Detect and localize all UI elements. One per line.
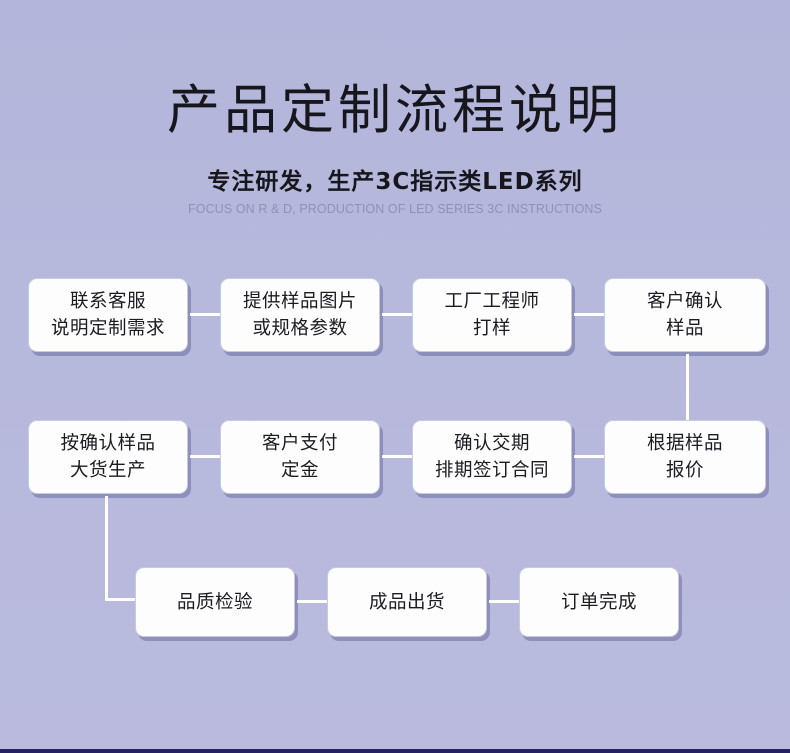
subtitle-english: FOCUS ON R & D, PRODUCTION OF LED SERIES…	[188, 202, 602, 216]
flow-node-label: 确认交期 排期签订合同	[434, 433, 549, 481]
connector-row3-1-to-2	[297, 600, 327, 603]
connector-row2-4-to-3	[574, 455, 604, 458]
flow-node-label: 工厂工程师 打样	[444, 291, 540, 339]
flow-node-confirm-delivery-contract[interactable]: 确认交期 排期签订合同	[412, 420, 572, 494]
flow-node-label: 客户支付 定金	[261, 433, 338, 481]
flow-node-contact-service[interactable]: 联系客服 说明定制需求	[28, 278, 188, 352]
flow-node-label: 联系客服 说明定制需求	[50, 291, 165, 339]
flow-node-label: 成品出货	[368, 591, 445, 613]
flow-node-label: 客户确认 样品	[646, 291, 723, 339]
connector-row2-3-to-2	[382, 455, 412, 458]
connector-row2-to-row3	[105, 496, 157, 601]
flow-node-provide-sample-images[interactable]: 提供样品图片 或规格参数	[220, 278, 380, 352]
connector-row1-3-to-4	[574, 313, 604, 316]
subtitle-chinese: 专注研发，生产3C指示类LED系列	[207, 169, 583, 195]
connector-row2-2-to-1	[190, 455, 220, 458]
flow-node-order-complete[interactable]: 订单完成	[519, 567, 679, 637]
connector-row1-1-to-2	[190, 313, 220, 316]
flow-node-customer-pay-deposit[interactable]: 客户支付 定金	[220, 420, 380, 494]
flow-node-label: 提供样品图片 或规格参数	[242, 291, 357, 339]
connector-row1-to-row2	[686, 354, 689, 420]
flow-node-label: 订单完成	[560, 591, 637, 613]
flow-node-label: 按确认样品 大货生产	[60, 433, 156, 481]
bottom-rule	[0, 749, 790, 753]
flow-node-customer-confirm-sample[interactable]: 客户确认 样品	[604, 278, 766, 352]
page-title: 产品定制流程说明	[167, 80, 623, 141]
flow-node-bulk-production[interactable]: 按确认样品 大货生产	[28, 420, 188, 494]
flow-node-quality-inspection[interactable]: 品质检验	[135, 567, 295, 637]
flow-node-label: 根据样品 报价	[646, 433, 723, 481]
flow-node-label: 品质检验	[176, 591, 253, 613]
flow-node-quote-by-sample[interactable]: 根据样品 报价	[604, 420, 766, 494]
connector-row1-2-to-3	[382, 313, 412, 316]
flow-node-factory-engineer-sampling[interactable]: 工厂工程师 打样	[412, 278, 572, 352]
flow-node-finished-goods-shipment[interactable]: 成品出货	[327, 567, 487, 637]
connector-row3-2-to-3	[489, 600, 519, 603]
